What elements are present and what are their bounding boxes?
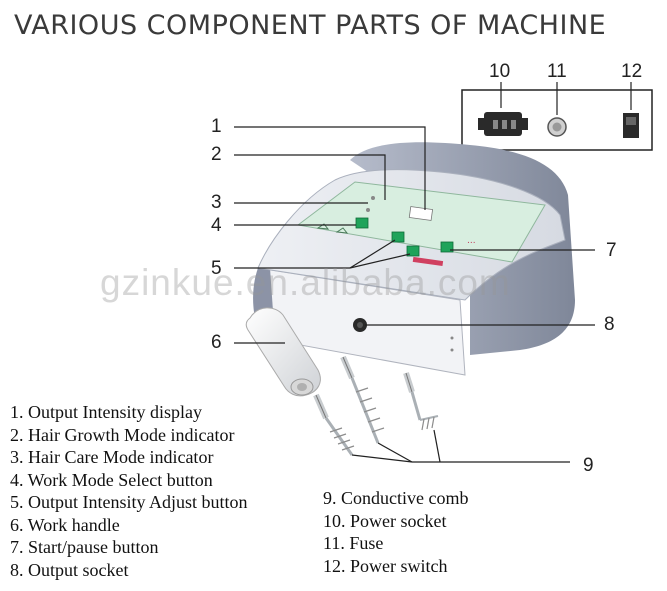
rear-panel (461, 82, 653, 151)
callout-6: 6 (211, 332, 222, 353)
machine-body: ... (253, 142, 575, 376)
legend-left: 1. Output Intensity display 2. Hair Grow… (10, 401, 248, 581)
callout-8: 8 (604, 314, 615, 335)
legend-item-10: 10. Power socket (323, 510, 447, 531)
legend-item-9: 9. Conductive comb (323, 488, 469, 508)
legend-item-3: 3. Hair Care Mode indicator (10, 447, 214, 467)
callout-11: 11 (547, 61, 567, 82)
callout-4: 4 (211, 215, 222, 236)
callout-3: 3 (211, 192, 222, 213)
watermark: gzinkue.en.alibaba.com (100, 262, 511, 303)
page-title: VARIOUS COMPONENT PARTS OF MACHINE (14, 10, 607, 41)
conductive-comb-3 (403, 372, 439, 431)
power-socket-icon (478, 112, 528, 136)
callout-5: 5 (211, 258, 222, 279)
callout-12: 12 (621, 61, 643, 82)
callout-10: 10 (489, 61, 511, 82)
leader-lines (234, 126, 595, 463)
fuse-icon (547, 117, 567, 137)
callout-2: 2 (211, 144, 222, 165)
legend-item-6: 6. Work handle (10, 514, 120, 535)
legend-item-4: 4. Work Mode Select button (10, 469, 213, 490)
work-handle (245, 307, 321, 397)
callout-1: 1 (211, 116, 222, 137)
legend-item-8: 8. Output socket (10, 559, 129, 580)
legend-item-7: 7. Start/pause button (10, 537, 159, 557)
legend-item-12: 12. Power switch (323, 555, 448, 576)
legend-item-1: 1. Output Intensity display (10, 402, 202, 422)
conductive-comb-2 (340, 355, 385, 444)
svg-text:...: ... (467, 236, 476, 246)
callout-9: 9 (583, 455, 594, 476)
callout-7: 7 (606, 240, 617, 261)
conductive-comb-1 (313, 393, 355, 456)
legend-right: 9. Conductive comb 10. Power socket 11. … (323, 487, 468, 577)
legend-item-11: 11. Fuse (323, 533, 384, 553)
legend-item-2: 2. Hair Growth Mode indicator (10, 424, 235, 445)
power-switch-icon (623, 113, 639, 138)
legend-item-5: 5. Output Intensity Adjust button (10, 492, 248, 512)
